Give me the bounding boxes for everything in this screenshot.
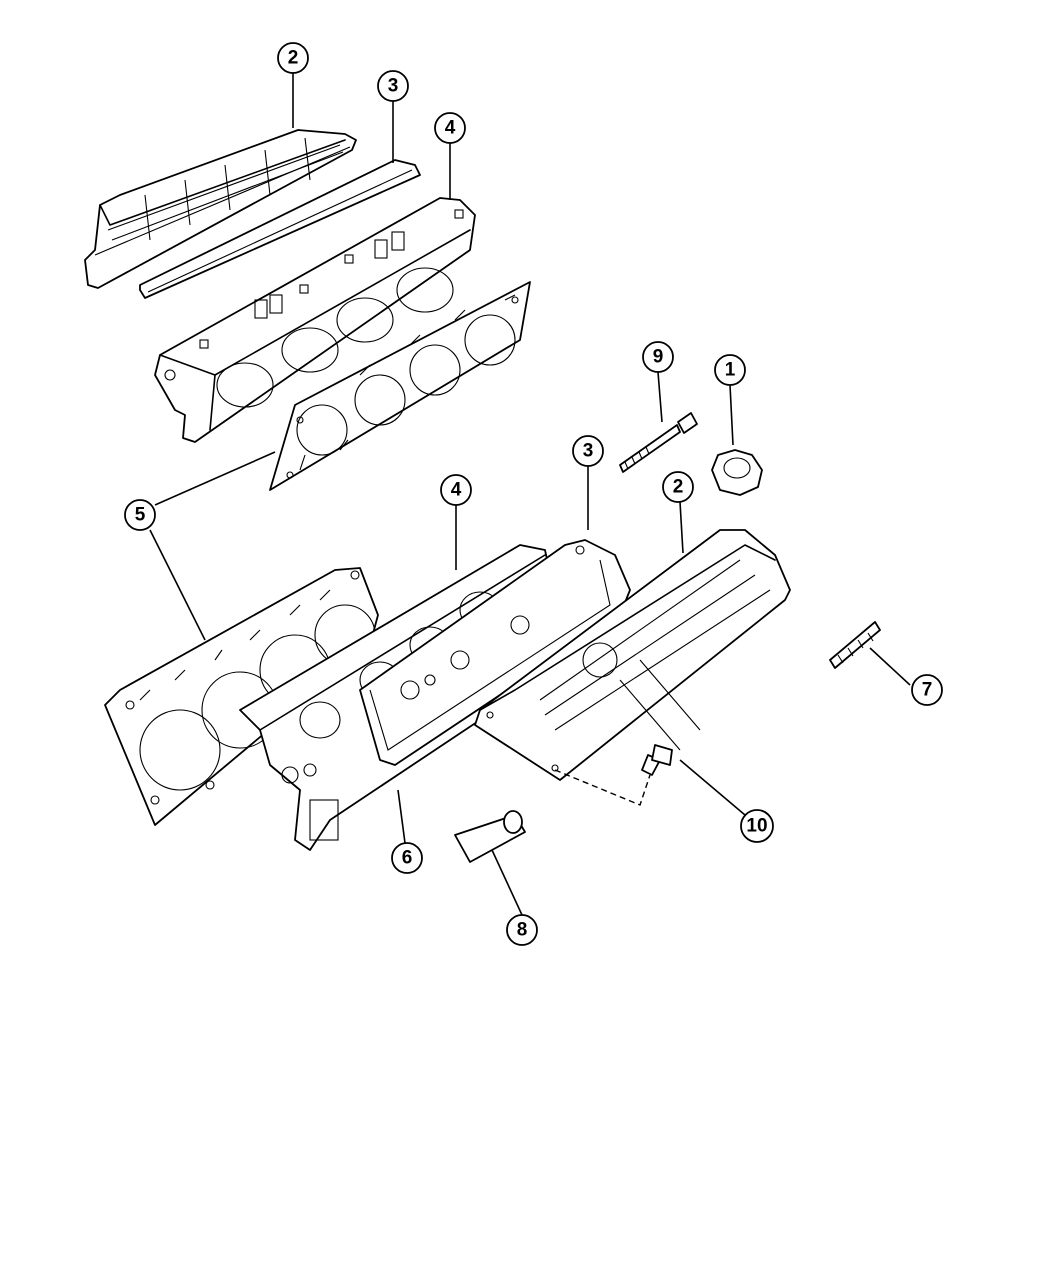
svg-text:3: 3	[388, 76, 399, 97]
valve-cover-gasket-lower	[359, 539, 631, 766]
callout-4-upper: 4	[434, 112, 466, 144]
valve-cover-gasket-upper	[139, 159, 421, 299]
fitting-part	[641, 744, 673, 776]
svg-text:6: 6	[402, 848, 413, 869]
grommet-part	[711, 449, 763, 496]
valve-cover-upper	[84, 129, 357, 289]
callout-10: 10	[740, 809, 774, 843]
valve-cover-lower	[474, 529, 791, 781]
callout-9: 9	[642, 341, 674, 373]
svg-text:1: 1	[725, 360, 736, 381]
bolt-part	[619, 412, 698, 473]
svg-text:8: 8	[517, 920, 528, 941]
callout-1: 1	[714, 354, 746, 386]
svg-text:9: 9	[653, 347, 664, 368]
leader-lines	[149, 72, 911, 916]
cylinder-head-upper	[154, 197, 476, 443]
callout-8: 8	[506, 914, 538, 946]
head-gasket-upper	[269, 281, 531, 491]
callout-2-lower: 2	[662, 471, 694, 503]
callout-6: 6	[391, 842, 423, 874]
sleeve-part	[454, 810, 526, 863]
svg-text:4: 4	[451, 480, 462, 501]
stud-part	[829, 621, 881, 669]
svg-text:7: 7	[922, 680, 933, 701]
callout-2-upper: 2	[277, 42, 309, 74]
svg-text:10: 10	[746, 816, 767, 837]
callout-7: 7	[911, 674, 943, 706]
callout-4-lower: 4	[440, 474, 472, 506]
svg-text:2: 2	[288, 48, 299, 69]
callout-3-upper: 3	[377, 70, 409, 102]
svg-text:3: 3	[583, 441, 594, 462]
callout-3-lower: 3	[572, 435, 604, 467]
svg-text:4: 4	[445, 118, 456, 139]
svg-text:5: 5	[135, 505, 146, 526]
callout-5: 5	[124, 499, 156, 531]
svg-text:2: 2	[673, 477, 684, 498]
